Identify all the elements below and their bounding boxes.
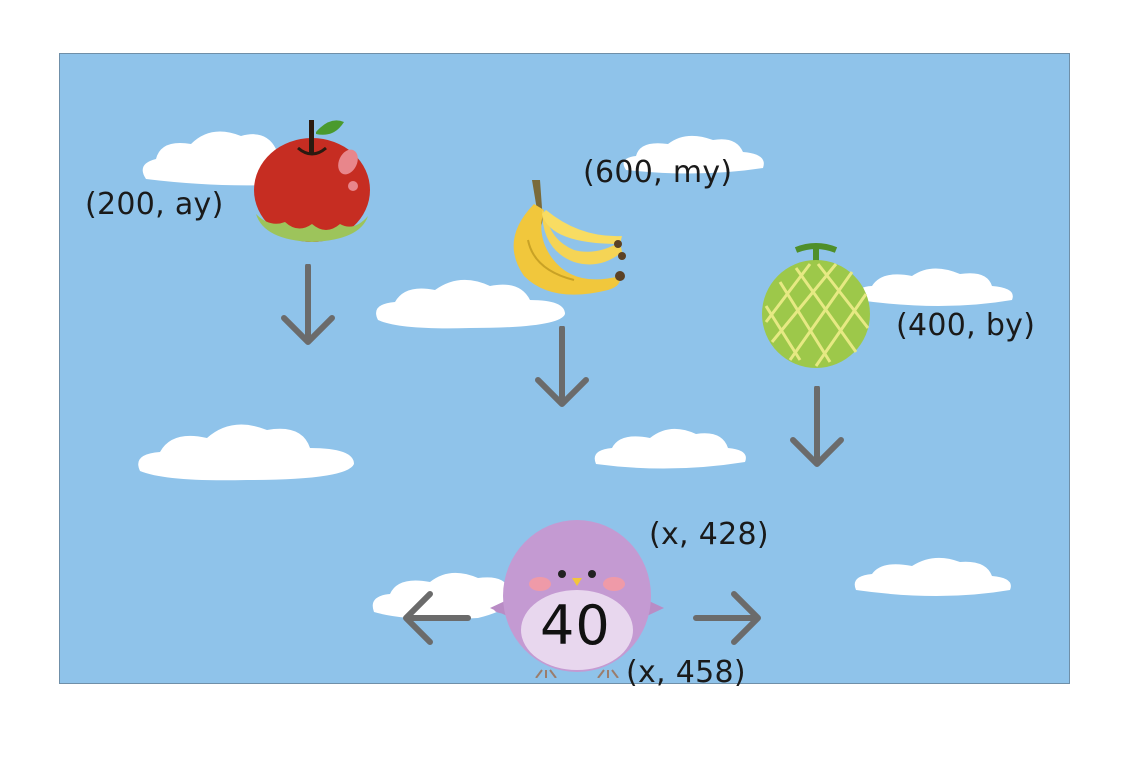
cloud (623, 135, 764, 174)
apple-icon (254, 120, 370, 242)
cloud (854, 557, 1011, 596)
bird-top-position-label: (x, 428) (649, 517, 769, 552)
banana-icon (513, 180, 626, 295)
arrow-down-icon (790, 386, 844, 467)
apple-position-label: (200, ay) (85, 187, 224, 222)
cloud (594, 428, 746, 469)
melon-icon (762, 243, 870, 368)
arrow-right-icon[interactable] (692, 588, 762, 648)
arrow-down-icon (281, 264, 335, 345)
arrow-down-icon (535, 326, 589, 407)
cloud (856, 268, 1013, 306)
cloud (376, 279, 565, 329)
melon-position-label: (400, by) (896, 308, 1036, 343)
cloud (138, 424, 354, 481)
bird-icon[interactable] (486, 512, 668, 678)
banana-position-label: (600, my) (583, 155, 733, 190)
arrow-left-icon[interactable] (402, 588, 472, 648)
cloud (372, 572, 512, 620)
bird-bottom-position-label: (x, 458) (626, 655, 746, 690)
game-canvas[interactable] (59, 53, 1070, 684)
score-display: 40 (540, 594, 611, 657)
